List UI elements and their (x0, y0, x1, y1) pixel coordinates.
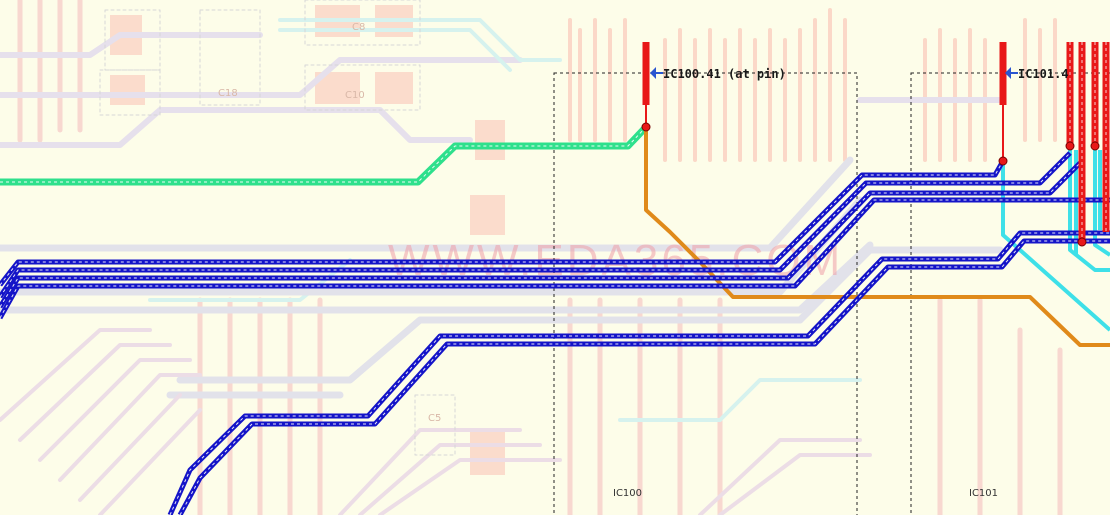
blue-bus-traces[interactable] (0, 151, 1110, 515)
via-icon[interactable] (641, 122, 651, 132)
svg-text:C5: C5 (428, 413, 441, 424)
via-icon[interactable] (1090, 141, 1100, 151)
pin-label-ic101[interactable]: IC101.4 (1005, 67, 1069, 81)
pin-label-text: IC100.41 (at pin) (663, 67, 786, 81)
component-label-ic100: IC100 (613, 488, 642, 499)
via-icon[interactable] (998, 156, 1008, 166)
ic100-outline[interactable] (553, 72, 858, 515)
svg-text:C18: C18 (218, 88, 238, 99)
pin-label-text: IC101.4 (1018, 67, 1069, 81)
net-green-trace[interactable] (0, 124, 649, 186)
pin-marker-icon (1005, 67, 1011, 79)
svg-text:C8: C8 (352, 22, 365, 33)
svg-text:C10: C10 (345, 90, 365, 101)
vias[interactable] (641, 122, 1100, 247)
faded-refdes: C8 C18 C10 C5 (218, 22, 441, 424)
component-label-ic101: IC101 (969, 488, 998, 499)
via-icon[interactable] (1065, 141, 1075, 151)
net-cyan-traces[interactable] (1001, 146, 1110, 332)
pin-marker-icon (650, 67, 656, 79)
pin-label-ic100[interactable]: IC100.41 (at pin) (650, 67, 786, 81)
via-icon[interactable] (1077, 237, 1087, 247)
background-layers (0, 0, 1063, 515)
